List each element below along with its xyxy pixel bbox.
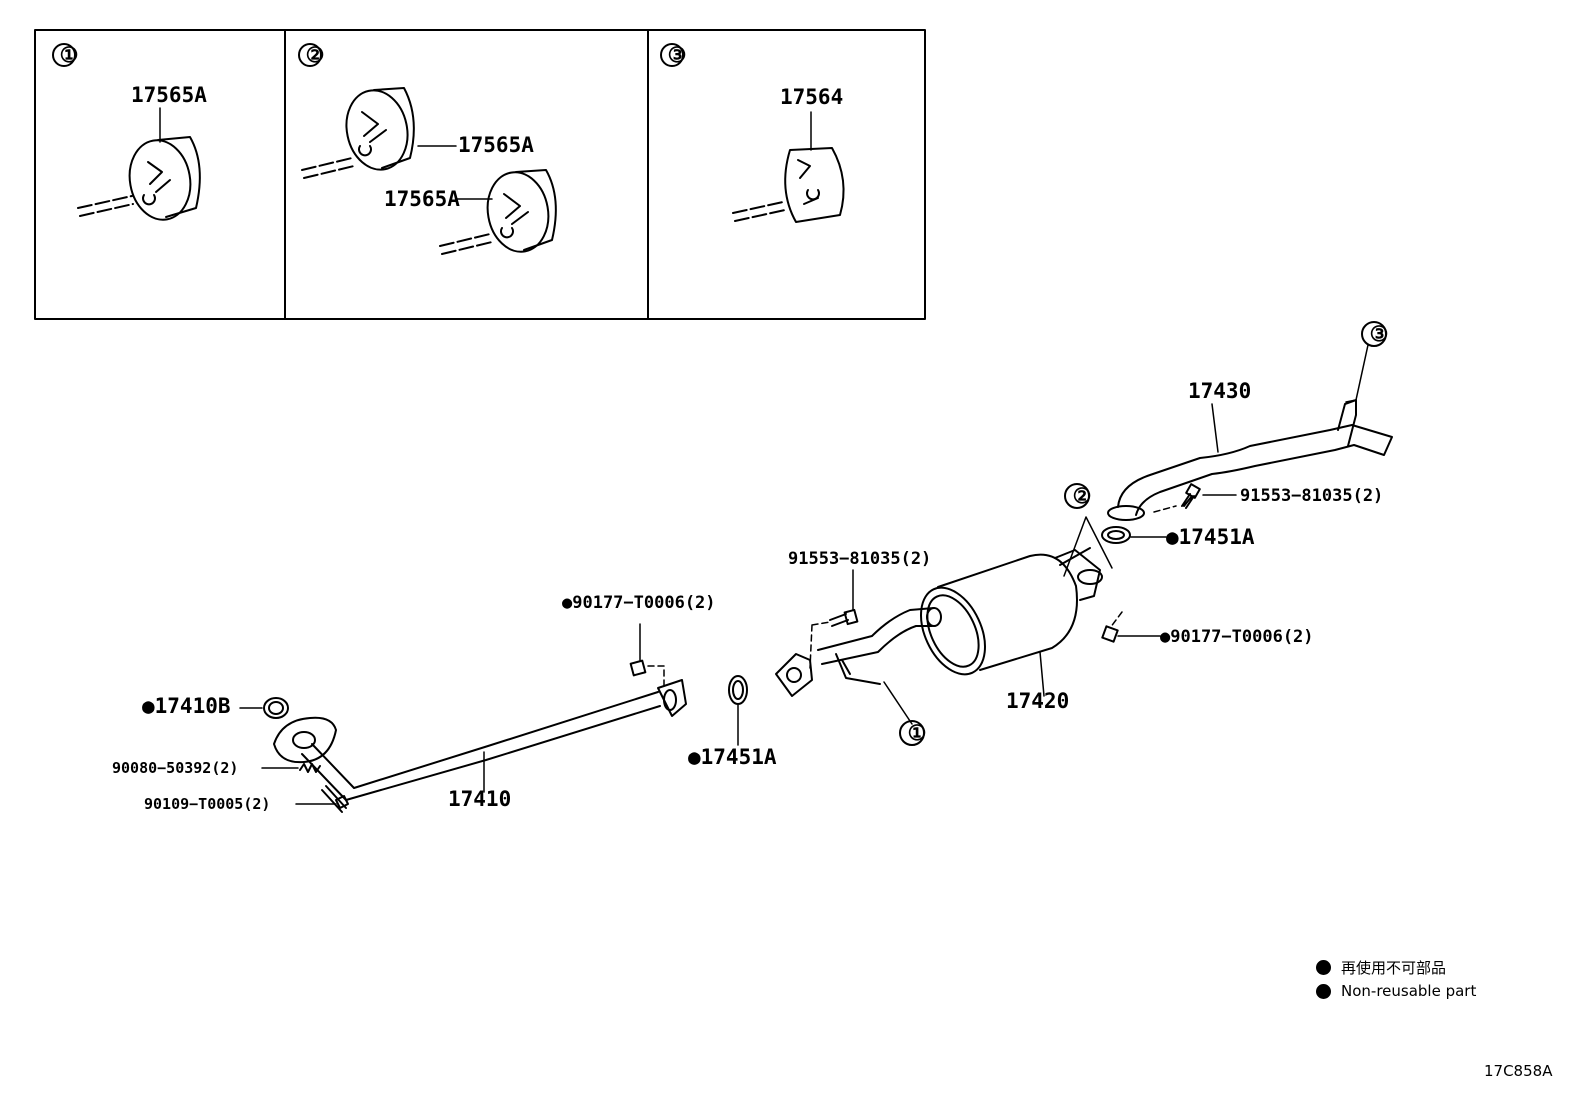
legend-en-text: Non-reusable part: [1341, 982, 1477, 1000]
bolt-91553-mid-icon: [829, 608, 859, 627]
panel-1-marker-circle: [52, 43, 76, 67]
panel-3-marker: ③: [668, 43, 687, 67]
inset-frame: [34, 29, 926, 320]
label-17420: 17420: [1006, 689, 1069, 713]
leader-17420: [1039, 651, 1045, 697]
marker-3-circle: [1361, 321, 1387, 347]
leader-m1: [883, 681, 913, 725]
hanger-17564-icon: [732, 111, 845, 223]
bolt-90109-icon: [321, 785, 349, 813]
label-90080: 90080−50392(2): [112, 759, 238, 777]
label-17451A-top: ●17451A: [1166, 525, 1255, 549]
label-17410B: ●17410B: [142, 694, 231, 718]
label-90177-left: ●90177−T0006(2): [562, 593, 716, 613]
panel-1-marker: ①: [60, 43, 79, 67]
panel-2-marker: ②: [306, 43, 325, 67]
label-17451A-bottom: ●17451A: [688, 745, 777, 769]
legend-row-en: Non-reusable part: [1316, 982, 1476, 1000]
gasket-17451A-top-icon: [1101, 526, 1131, 544]
leader-17430: [1211, 403, 1219, 453]
legend-row-jp: 再使用不可部品: [1316, 957, 1446, 978]
panel-1-part-label: 17565A: [131, 83, 207, 107]
marker-3: ③: [1370, 322, 1389, 346]
label-17430: 17430: [1188, 379, 1251, 403]
leader-m3: [1345, 344, 1369, 403]
label-90109: 90109−T0005(2): [144, 795, 270, 813]
panel-2-part-label-upper: 17565A: [458, 133, 534, 157]
gasket-17410B-icon: [263, 697, 289, 719]
marker-1: ①: [908, 721, 927, 745]
spring-90080-icon: [299, 763, 321, 773]
panel-2-part-label-lower: 17565A: [384, 187, 460, 211]
label-91553-top: 91553−81035(2): [1240, 486, 1383, 506]
marker-2-circle: [1064, 483, 1090, 509]
figure-code: 17C858A: [1484, 1062, 1553, 1080]
panel-2-marker-circle: [298, 43, 322, 67]
label-91553-mid: 91553−81035(2): [788, 549, 931, 569]
marker-2: ②: [1073, 484, 1092, 508]
marker-1-circle: [899, 720, 925, 746]
leader-m2: [1063, 516, 1113, 577]
panel-3-marker-circle: [660, 43, 684, 67]
bullet-icon: [1316, 983, 1331, 999]
muffler-17420-icon: [775, 547, 1103, 697]
front-pipe-17410-icon: [273, 679, 687, 801]
gasket-17451A-bottom-icon: [728, 675, 748, 705]
panel-3-part-label: 17564: [780, 85, 843, 109]
hanger-17565A-panel1-icon: [77, 107, 201, 221]
bolt-91553-top-icon: [1181, 483, 1201, 509]
bullet-icon: [1316, 960, 1331, 975]
hanger-17565A-panel2-lower-icon: [439, 169, 557, 255]
hanger-17565A-panel2-upper-icon: [301, 87, 457, 179]
nut-90177-left-icon: [629, 659, 647, 677]
legend-jp-text: 再使用不可部品: [1341, 959, 1447, 977]
label-90177-right: ●90177−T0006(2): [1160, 627, 1314, 647]
label-17410: 17410: [448, 787, 511, 811]
nut-90177-right-icon: [1101, 625, 1119, 643]
